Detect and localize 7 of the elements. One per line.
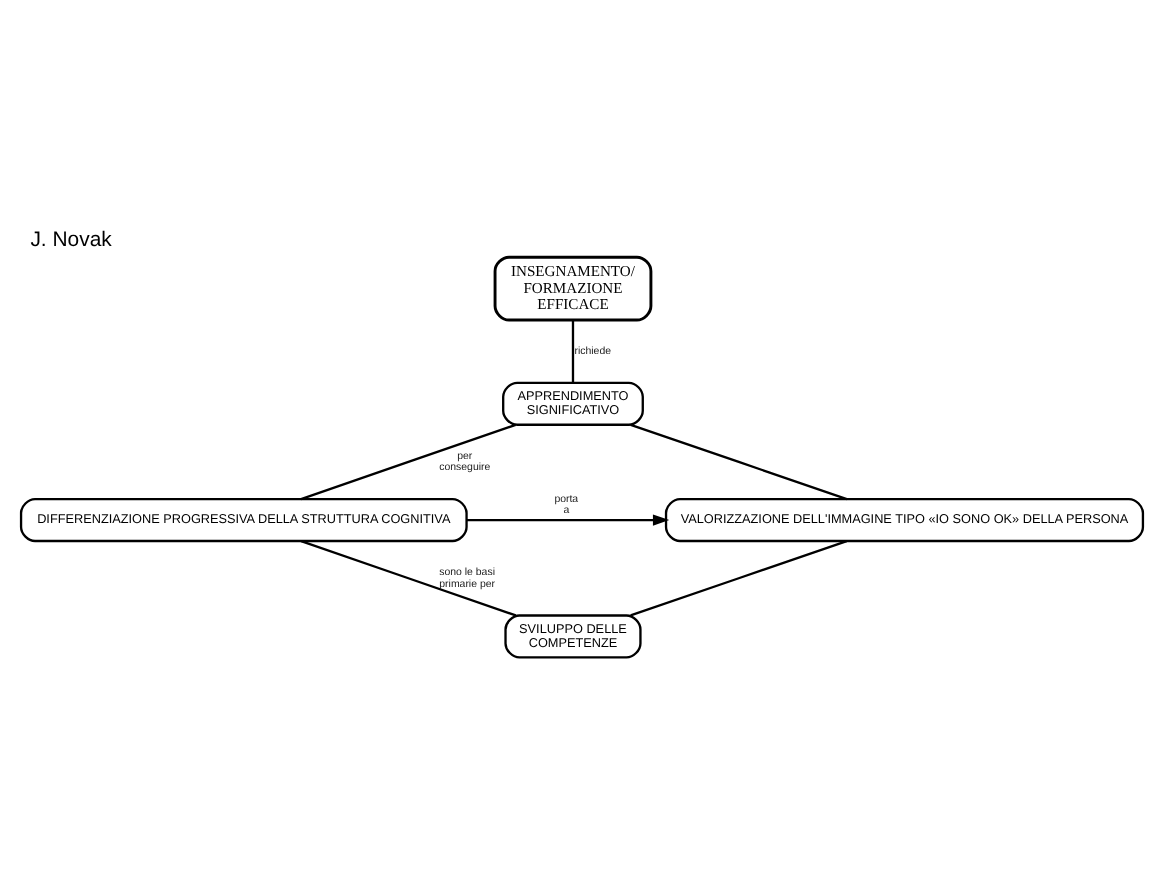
connector [630,540,848,617]
arrow [466,514,670,526]
connector [300,540,517,617]
diagram-title: J. Novak [30,230,112,253]
connector [571,320,575,383]
connector [630,423,848,501]
connector [300,423,517,501]
